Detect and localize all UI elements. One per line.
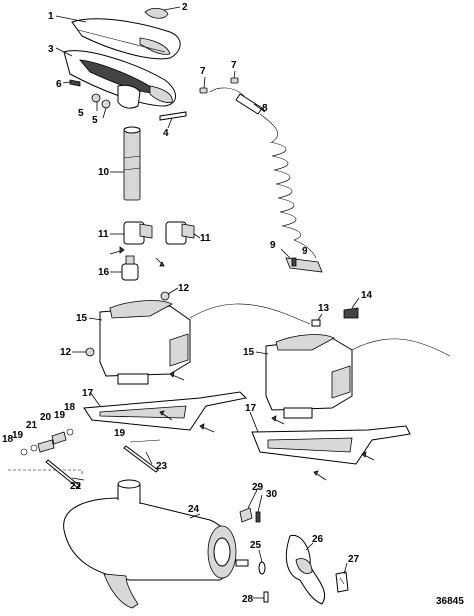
prop-nut [335,571,349,593]
callout-19c: 19 [114,428,126,439]
head-nut-a [91,93,101,103]
callout-26: 26 [312,534,324,545]
head-cap [144,8,169,19]
callout-12a: 12 [178,283,190,294]
drive-pin [263,591,269,603]
callout-22: 22 [70,481,82,492]
callout-18a: 18 [64,402,76,413]
assembly-arrows [109,246,375,481]
small-screw [69,79,81,87]
steering-tube [123,126,141,201]
callout-9a: 9 [270,240,276,251]
callout-28: 28 [242,594,254,605]
rod-22 [45,459,81,489]
callout-5a: 5 [78,108,84,119]
callout-2: 2 [182,2,188,13]
head-nut-b [101,99,111,109]
callout-1: 1 [48,11,54,22]
callout-18b: 18 [2,434,14,445]
small-pin [129,439,161,443]
callout-17b: 17 [245,403,257,414]
cable-clip-a [199,87,208,94]
callout-24: 24 [188,504,200,515]
mount-nut-a [160,291,170,301]
coiled-cable [209,87,323,273]
callout-25: 25 [250,540,262,551]
callout-10: 10 [98,167,110,178]
thrust-washer [258,561,266,575]
callout-6: 6 [56,79,62,90]
cable-clip-b [230,77,239,84]
callout-12b: 12 [60,347,72,358]
mount-bracket-left [99,300,311,385]
callout-labels: 1 2 3 4 5 5 6 7 7 8 9 9 10 11 11 12 12 1… [2,2,464,607]
clamp-arm-left [83,391,248,431]
screw-30 [255,511,261,523]
mount-bracket-right [265,334,451,419]
callout-29: 29 [252,482,264,493]
callout-3: 3 [48,44,54,55]
washer-29 [239,507,253,523]
control-head-housing [63,50,176,109]
leader-lines [55,6,360,599]
rod-23 [123,445,159,473]
callout-27: 27 [348,554,360,565]
motor-housing [63,479,249,609]
cable-screw [291,257,297,267]
callout-16: 16 [98,267,110,278]
callout-13: 13 [318,303,330,314]
callout-15b: 15 [243,347,255,358]
clamp-arm-right [251,425,411,465]
callout-14: 14 [361,290,373,301]
parts-group-bracket [8,469,83,474]
callout-7a: 7 [200,66,206,77]
callout-20: 20 [40,412,52,423]
callout-23: 23 [156,461,168,472]
callout-17a: 17 [82,388,94,399]
cable-plug [343,307,359,319]
propeller [285,534,326,605]
bushing [121,255,139,281]
callout-19b: 19 [12,430,24,441]
callout-30: 30 [266,489,278,500]
washer-spring-stack [20,428,74,456]
callout-8: 8 [262,103,268,114]
callout-4: 4 [163,128,169,139]
callout-21: 21 [26,420,38,431]
figure-number: 36845 [436,596,464,607]
callout-15a: 15 [76,313,88,324]
mount-nut-b [85,347,95,357]
callout-11b: 11 [200,233,211,244]
callout-7b: 7 [231,60,237,71]
tube-collar-b [165,221,195,245]
callout-9b: 9 [302,246,308,257]
head-screw [159,111,187,121]
callout-19a: 19 [54,410,66,421]
callout-5b: 5 [92,115,98,126]
tube-collar-a [123,221,153,245]
head-cover [71,18,181,60]
cable-connector [311,319,321,327]
callout-11a: 11 [98,229,109,240]
